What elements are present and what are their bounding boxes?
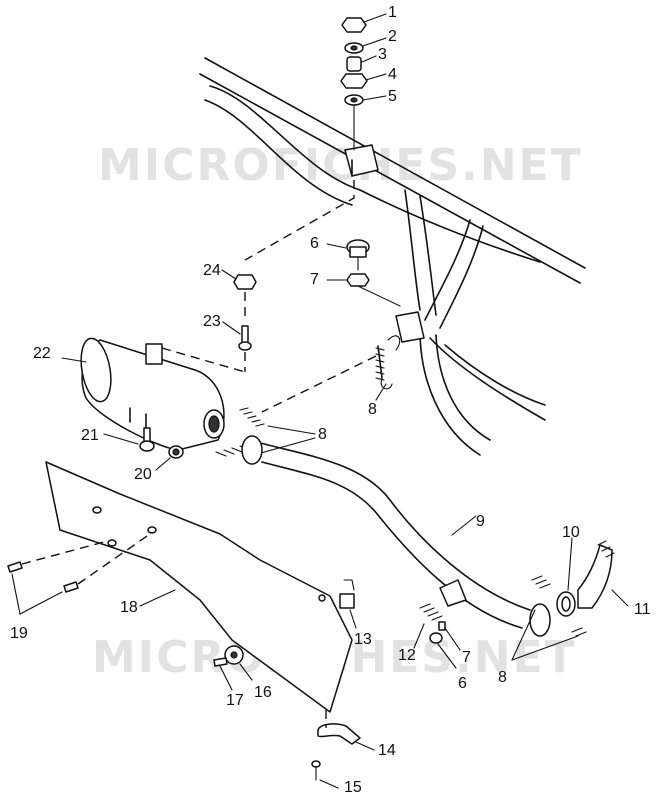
heat-shield-18 <box>45 461 353 713</box>
callout-6-upper: 6 <box>310 235 319 252</box>
clip-13 <box>339 579 357 629</box>
callout-22: 22 <box>33 345 51 362</box>
callout-6-lower: 6 <box>458 675 467 692</box>
nut-1-icon <box>341 17 367 33</box>
screw-19b-icon <box>63 581 79 593</box>
callout-24: 24 <box>203 262 221 279</box>
screw-17-icon <box>213 657 228 667</box>
callout-2: 2 <box>388 28 397 45</box>
bushing-3-icon <box>346 56 362 72</box>
callout-11: 11 <box>634 601 651 618</box>
bracket-14-icon <box>317 723 361 745</box>
callout-20: 20 <box>134 466 152 483</box>
callout-14: 14 <box>378 742 396 759</box>
muffler-22 <box>61 337 246 451</box>
nut-7b-icon <box>438 621 446 631</box>
mount-bolts <box>103 427 184 471</box>
callout-16: 16 <box>254 684 272 701</box>
callout-15: 15 <box>344 779 362 796</box>
washer-and-screw <box>213 645 253 691</box>
callout-19: 19 <box>10 625 28 642</box>
watermark-top: MICROFICHES.NET <box>98 140 583 191</box>
spring-12-icon <box>419 603 443 621</box>
knob-6b-icon <box>429 632 443 644</box>
callout-18: 18 <box>120 599 138 616</box>
callout-21: 21 <box>81 427 99 444</box>
screws-19 <box>7 533 151 615</box>
stack-hardware <box>340 13 387 151</box>
callout-13: 13 <box>354 631 372 648</box>
frame-rails <box>199 57 586 456</box>
grommet-24-icon <box>233 274 257 290</box>
clip-13-icon <box>339 593 355 609</box>
callout-23: 23 <box>203 313 221 330</box>
grommet-and-bolt <box>221 269 257 372</box>
callout-8-springs-lower: 8 <box>498 669 507 686</box>
callout-9: 9 <box>476 513 485 530</box>
bolt-21-icon <box>143 427 151 443</box>
bracket-and-rivet <box>311 710 375 789</box>
flange-11-icon <box>577 544 613 609</box>
lower-hardware <box>413 603 579 669</box>
callout-4: 4 <box>388 66 397 83</box>
callout-10: 10 <box>562 524 580 541</box>
callout-12: 12 <box>398 647 416 664</box>
callout-8-springs-mid: 8 <box>318 426 327 443</box>
knob-and-nut <box>326 239 401 307</box>
exhaust-pipe-9 <box>241 435 551 637</box>
callout-7-lower: 7 <box>462 649 471 666</box>
springs <box>215 335 401 457</box>
callout-5: 5 <box>388 88 397 105</box>
callout-3: 3 <box>378 46 387 63</box>
nut-7-icon <box>346 273 370 287</box>
callout-8-spring-upper: 8 <box>368 401 377 418</box>
callout-17: 17 <box>226 692 244 709</box>
screw-19a-icon <box>7 561 23 573</box>
callout-7-upper: 7 <box>310 271 319 288</box>
exhaust-flange <box>531 537 629 637</box>
nut-4-icon <box>340 73 368 89</box>
callout-1: 1 <box>388 4 397 21</box>
